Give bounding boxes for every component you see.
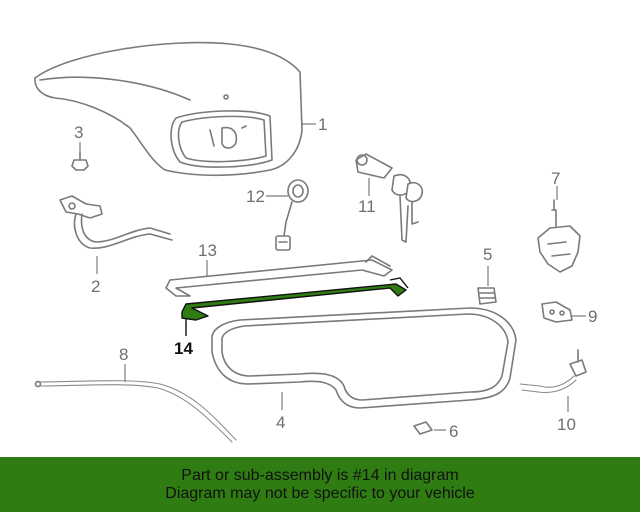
callout-3: 3 (74, 123, 83, 142)
trunk-frame-part-4 (211, 307, 517, 409)
banner-line-1: Part or sub-assembly is #14 in diagram (181, 466, 459, 484)
bolt-part-3 (71, 151, 89, 171)
bumper-part-5 (477, 287, 497, 305)
lock-cylinder-part-11 (355, 153, 424, 243)
callout-lines (79, 123, 586, 431)
callout-8: 8 (119, 345, 128, 364)
callout-1: 1 (318, 115, 327, 134)
callout-14-highlighted: 14 (174, 339, 193, 358)
trunk-lid-part-1 (34, 41, 303, 177)
parts-diagram: 1 2 3 4 5 6 7 8 9 10 11 12 13 14 (34, 41, 597, 443)
callout-7: 7 (551, 169, 560, 188)
striker-part-9 (541, 301, 573, 323)
callout-10: 10 (557, 415, 576, 434)
callout-6: 6 (449, 422, 458, 441)
seal-part-14-highlighted (181, 277, 409, 321)
weatherstrip-part-13 (165, 255, 393, 297)
callout-4: 4 (276, 413, 285, 432)
callout-11: 11 (358, 197, 376, 216)
banner-line-2: Diagram may not be specific to your vehi… (165, 484, 475, 502)
callout-12: 12 (246, 187, 265, 206)
socket-part-12 (275, 179, 309, 251)
hinge-part-2 (59, 195, 173, 249)
callout-2: 2 (91, 277, 100, 296)
plug-part-6 (413, 421, 433, 435)
callout-13: 13 (198, 241, 217, 260)
release-cable-part-8 (34, 380, 237, 443)
info-banner: Part or sub-assembly is #14 in diagram D… (0, 457, 640, 512)
release-lever-part-10 (519, 349, 587, 394)
latch-part-7 (537, 199, 581, 273)
callout-5: 5 (483, 245, 492, 264)
callout-9: 9 (588, 307, 597, 326)
